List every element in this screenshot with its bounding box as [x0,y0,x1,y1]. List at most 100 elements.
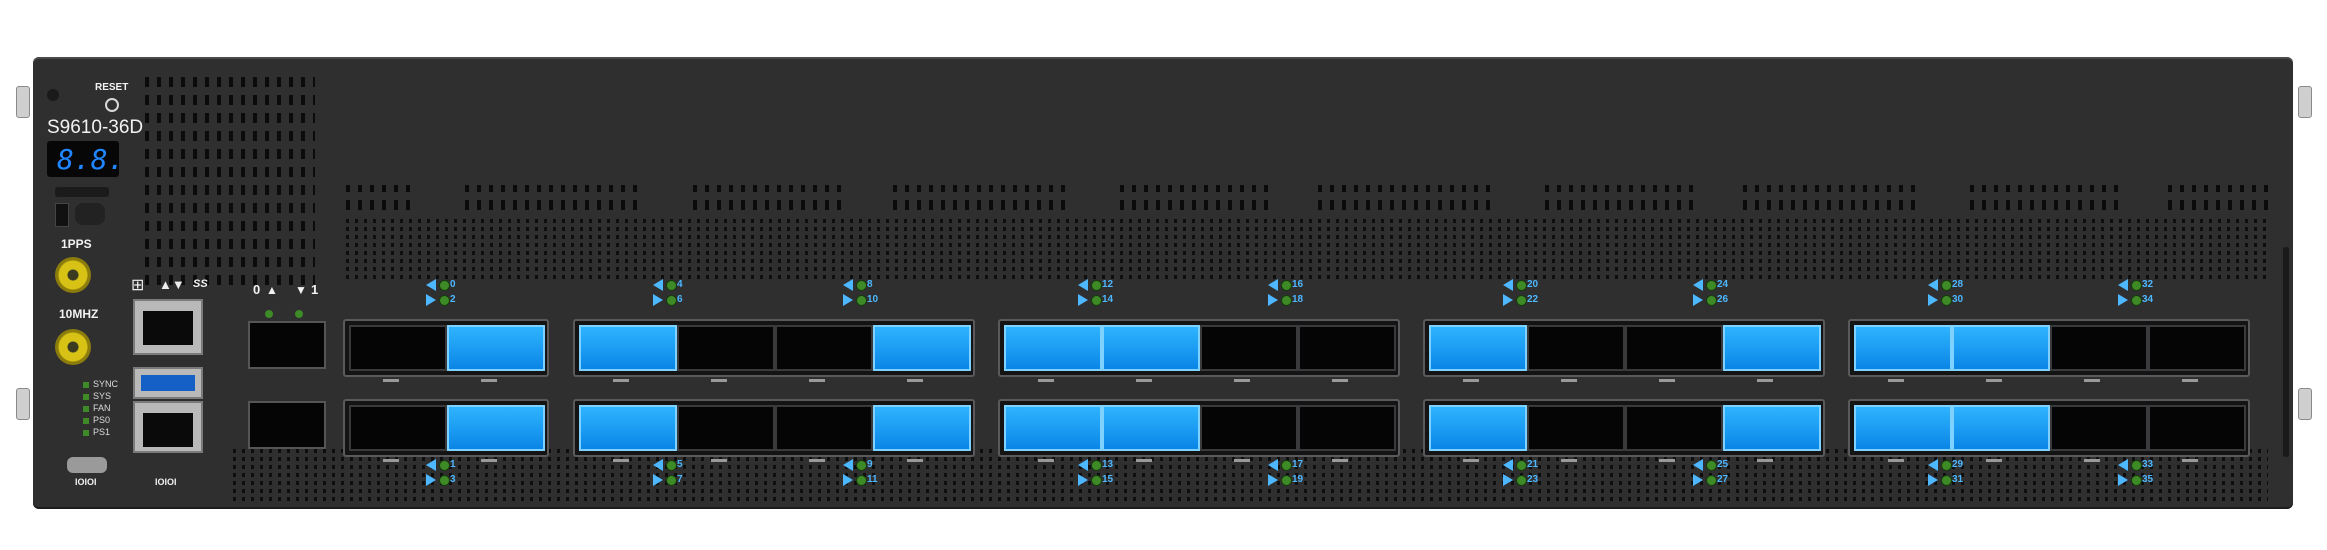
qsfp-port[interactable] [1854,405,1952,451]
qsfp-port[interactable] [1952,405,2050,451]
port-status-led [666,475,677,486]
port-status-led [666,280,677,291]
port-status-led [1281,295,1292,306]
qsfp-port[interactable] [873,405,971,451]
port-direction-icon [843,279,853,291]
port-status-led [666,295,677,306]
port-number-label: 33 [2142,459,2154,470]
usb-port[interactable] [133,367,203,399]
qsfp-port[interactable] [2148,405,2246,451]
qsfp-port[interactable] [1723,405,1821,451]
qsfp-port[interactable] [1429,405,1527,451]
qsfp-port[interactable] [1429,325,1527,371]
qsfp-port[interactable] [677,325,775,371]
qsfp-group-top-2 [573,319,975,377]
pps-connector[interactable] [55,257,91,293]
qsfp-port[interactable] [775,405,873,451]
port-status-led [856,475,867,486]
front-vent-3 [693,185,843,210]
port-direction-icon [1268,294,1278,306]
port-direction-icon [1693,294,1703,306]
port-status-led [1091,295,1102,306]
qsfp-port[interactable] [1200,325,1298,371]
qsfp-port[interactable] [775,325,873,371]
qsfp-port[interactable] [1625,325,1723,371]
qsfp-port[interactable] [677,405,775,451]
port-release-tab [1038,379,1054,382]
qsfp-group-top-4 [1423,319,1825,377]
qsfp-port[interactable] [579,325,677,371]
mid-vent [346,219,2268,279]
qsfp-port[interactable] [873,325,971,371]
qsfp-port[interactable] [2148,325,2246,371]
port-direction-icon [1928,279,1938,291]
qsfp-port[interactable] [1527,405,1625,451]
port-direction-icon [1268,474,1278,486]
qsfp-port[interactable] [1102,325,1200,371]
sfp-label-1: 1 [311,282,319,297]
port-status-led [1516,280,1527,291]
front-vent-4 [893,185,1073,210]
port-number-label: 0 [450,279,456,290]
port-release-tab [1136,459,1152,462]
port-number-label: 35 [2142,474,2154,485]
sfp-port-0[interactable] [248,321,326,369]
display-button[interactable] [55,187,109,197]
qsfp-port[interactable] [447,325,545,371]
rack-ear-left-top [16,86,30,118]
front-vent-9 [1970,185,2120,210]
port-status-led [439,475,450,486]
ps0-led-label: PS0 [93,415,111,425]
rack-ear-right-top [2298,86,2312,118]
sync-led-icon [83,382,89,388]
qsfp-port[interactable] [2050,405,2148,451]
port-number-label: 20 [1527,279,1539,290]
qsfp-port[interactable] [349,405,447,451]
sfp-led-0 [265,310,273,318]
qsfp-port[interactable] [2050,325,2148,371]
front-vent-10 [2168,185,2268,210]
qsfp-port[interactable] [1200,405,1298,451]
qsfp-port[interactable] [1298,325,1396,371]
mgmt-rj45-port-2[interactable] [133,401,203,453]
mgmt-rj45-socket-1 [143,311,193,345]
port-number-label: 10 [867,294,879,305]
console-port-1[interactable] [67,457,107,473]
qsfp-port[interactable] [1854,325,1952,371]
port-release-tab [383,379,399,382]
port-number-label: 18 [1292,294,1304,305]
port-release-tab [613,459,629,462]
qsfp-port[interactable] [1102,405,1200,451]
port-direction-icon [426,459,436,471]
tenmhz-connector[interactable] [55,329,91,365]
qsfp-port[interactable] [349,325,447,371]
reset-button[interactable] [105,98,119,112]
qsfp-port[interactable] [1952,325,2050,371]
qsfp-port[interactable] [447,405,545,451]
qsfp-port[interactable] [1298,405,1396,451]
qsfp-port[interactable] [1004,325,1102,371]
port-release-tab [809,459,825,462]
qsfp-port[interactable] [1004,405,1102,451]
rack-ear-left-bottom [16,388,30,420]
port-status-led [856,280,867,291]
port-status-led [1281,475,1292,486]
port-number-label: 17 [1292,459,1304,470]
qsfp-port[interactable] [1527,325,1625,371]
port-release-tab [1561,379,1577,382]
port-number-label: 11 [867,474,878,485]
port-status-led [1516,295,1527,306]
port-direction-icon [1503,459,1513,471]
qsfp-port[interactable] [1723,325,1821,371]
qsfp-port[interactable] [1625,405,1723,451]
mgmt-rj45-port-1[interactable] [133,299,203,355]
sfp-port-1[interactable] [248,401,326,449]
port-status-led [1091,280,1102,291]
port-direction-icon [1693,279,1703,291]
qsfp-port[interactable] [579,405,677,451]
mode-switch[interactable] [55,203,69,227]
